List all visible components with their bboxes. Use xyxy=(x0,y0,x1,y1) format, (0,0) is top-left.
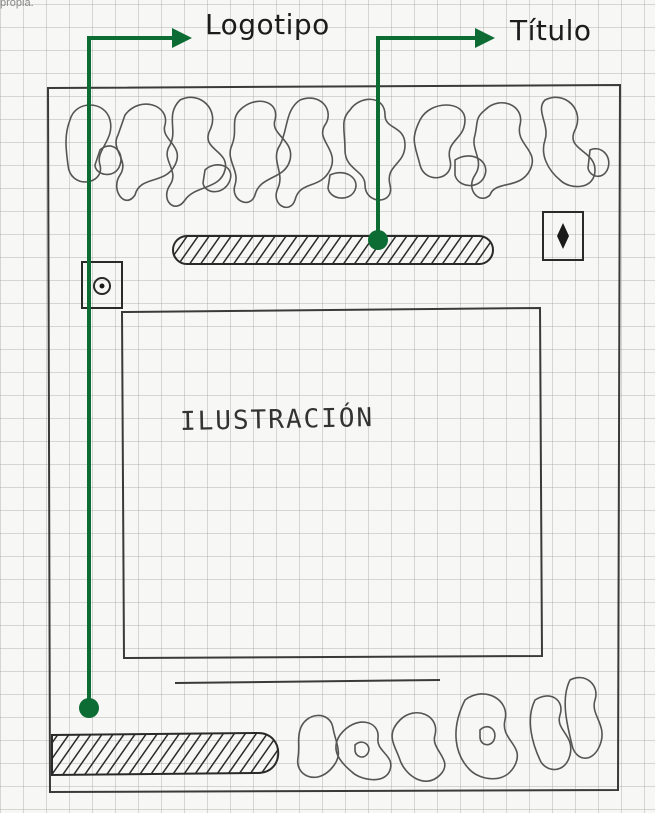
title-bar xyxy=(172,235,494,265)
divider-line xyxy=(174,679,441,684)
logo-annotation-dot xyxy=(79,698,99,718)
illustration-frame xyxy=(120,306,544,660)
top-pattern-band xyxy=(65,96,610,209)
title-annotation-arrow xyxy=(376,36,478,240)
illustration-label: ILUSTRACIÓN xyxy=(179,402,375,438)
diamond-star-icon xyxy=(542,211,584,261)
circle-dot-icon xyxy=(81,261,123,309)
title-annotation-dot xyxy=(368,230,388,250)
logo-annotation-label: Logotipo xyxy=(205,8,330,41)
logo-annotation-arrow xyxy=(87,36,175,708)
logo-bar xyxy=(51,731,280,777)
bottom-pattern-band xyxy=(297,676,603,782)
caption: propia. xyxy=(0,0,34,9)
page-frame xyxy=(46,83,622,794)
title-annotation-label: Título xyxy=(510,14,592,47)
logo-arrowhead xyxy=(172,28,192,48)
title-arrowhead xyxy=(475,28,495,48)
